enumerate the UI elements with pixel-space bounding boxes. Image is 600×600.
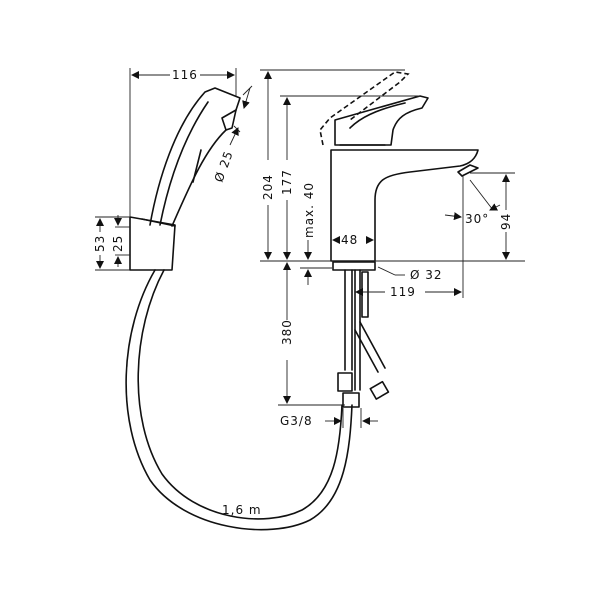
dim-angle-30: 30° — [444, 179, 501, 226]
dim-label-d25: Ø 25 — [212, 149, 236, 184]
shower-holder — [129, 216, 176, 271]
dim-48: 48 — [332, 233, 374, 247]
hand-shower — [149, 87, 241, 227]
dim-hose-1-6m: 1,6 m — [222, 503, 262, 517]
dim-label-d32: Ø 32 — [410, 268, 443, 282]
dim-53-25: 53 25 — [93, 215, 130, 271]
dim-g38: G3/8 — [280, 408, 378, 428]
dim-label-25: 25 — [111, 235, 125, 252]
dim-diameter-25: Ø 25 — [212, 85, 253, 184]
dim-label-53: 53 — [93, 235, 107, 252]
dim-label-g38: G3/8 — [280, 414, 313, 428]
faucet-body — [319, 71, 479, 262]
dim-label-204: 204 — [261, 174, 275, 200]
faucet-base-connections — [332, 261, 390, 408]
dim-label-hose: 1,6 m — [222, 503, 262, 517]
dim-label-116: 116 — [172, 68, 198, 82]
dim-94: 94 — [470, 172, 515, 260]
dim-label-177: 177 — [280, 169, 294, 195]
dim-label-30deg: 30° — [465, 212, 489, 226]
dim-label-119: 119 — [390, 285, 416, 299]
dim-119: 119 — [355, 175, 464, 299]
dim-label-max40: max. 40 — [302, 182, 316, 238]
dim-177: 177 — [280, 95, 420, 260]
dim-label-94: 94 — [499, 213, 513, 230]
shower-hose — [125, 269, 353, 531]
dim-label-380: 380 — [280, 319, 294, 345]
dim-diameter-32: Ø 32 — [377, 266, 443, 282]
dim-204: 204 — [260, 69, 525, 262]
dim-380: 380 — [278, 262, 345, 406]
dim-116: 116 — [129, 68, 237, 217]
dim-label-48: 48 — [341, 233, 358, 247]
dim-max-40: max. 40 — [300, 182, 332, 285]
